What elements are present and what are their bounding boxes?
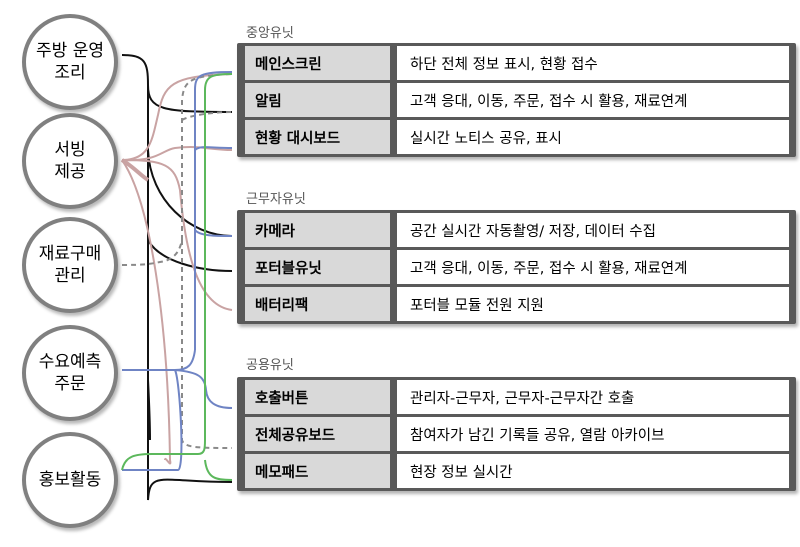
unit-row: 알림 고객 응대, 이동, 주문, 접수 시 활용, 재료연계 bbox=[245, 83, 796, 117]
connector-kitchen bbox=[121, 54, 233, 501]
unit-description: 고객 응대, 이동, 주문, 접수 시 활용, 재료연계 bbox=[397, 250, 789, 284]
unit-panel-central: 메인스크린 하단 전체 정보 표시, 현황 접수 알림 고객 응대, 이동, 주… bbox=[237, 43, 796, 157]
unit-row: 포터블유닛 고객 응대, 이동, 주문, 접수 시 활용, 재료연계 bbox=[245, 250, 796, 284]
unit-row: 배터리팩 포터블 모듈 전원 지원 bbox=[245, 287, 796, 321]
unit-description: 공간 실시간 자동촬영/ 저장, 데이터 수집 bbox=[397, 213, 789, 247]
connector-forecasting bbox=[121, 71, 233, 471]
unit-description: 포터블 모듈 전원 지원 bbox=[397, 287, 789, 321]
unit-name: 포터블유닛 bbox=[245, 250, 390, 284]
role-label: 주방 운영 조리 bbox=[36, 41, 104, 83]
unit-description: 실시간 노티스 공유, 표시 bbox=[397, 120, 789, 154]
unit-name: 메인스크린 bbox=[245, 46, 390, 80]
connector-promotion bbox=[121, 73, 233, 481]
role-label: 재료구매 관리 bbox=[38, 244, 102, 286]
unit-name: 전체공유보드 bbox=[245, 417, 390, 451]
unit-panel-worker: 카메라 공간 실시간 자동촬영/ 저장, 데이터 수집 포터블유닛 고객 응대,… bbox=[237, 210, 796, 324]
unit-row: 호출버튼 관리자-근무자, 근무자-근무자간 호출 bbox=[245, 380, 796, 414]
role-label: 서빙 제공 bbox=[54, 140, 86, 182]
unit-name: 알림 bbox=[245, 83, 390, 117]
role-label: 홍보활동 bbox=[38, 470, 102, 490]
group-title: 근무자유닛 bbox=[246, 192, 306, 207]
unit-name: 현황 대시보드 bbox=[245, 120, 390, 154]
role-serving-circle: 서빙 제공 bbox=[22, 113, 118, 209]
unit-name: 메모패드 bbox=[245, 454, 390, 488]
unit-row: 메모패드 현장 정보 실시간 bbox=[245, 454, 796, 488]
unit-name: 호출버튼 bbox=[245, 380, 390, 414]
group-title: 공용유닛 bbox=[246, 358, 294, 373]
role-promotion-circle: 홍보활동 bbox=[22, 432, 118, 528]
unit-description: 관리자-근무자, 근무자-근무자간 호출 bbox=[397, 380, 789, 414]
role-label: 수요예측 주문 bbox=[38, 352, 102, 394]
unit-description: 현장 정보 실시간 bbox=[397, 454, 789, 488]
unit-row: 카메라 공간 실시간 자동촬영/ 저장, 데이터 수집 bbox=[245, 213, 796, 247]
unit-description: 하단 전체 정보 표시, 현황 접수 bbox=[397, 46, 789, 80]
unit-row: 현황 대시보드 실시간 노티스 공유, 표시 bbox=[245, 120, 796, 154]
role-purchasing-circle: 재료구매 관리 bbox=[22, 217, 118, 313]
unit-row: 메인스크린 하단 전체 정보 표시, 현황 접수 bbox=[245, 46, 796, 80]
group-title: 중앙유닛 bbox=[246, 26, 294, 41]
unit-row: 전체공유보드 참여자가 남긴 기록들 공유, 열람 아카이브 bbox=[245, 417, 796, 451]
unit-description: 고객 응대, 이동, 주문, 접수 시 활용, 재료연계 bbox=[397, 83, 789, 117]
unit-panel-shared: 호출버튼 관리자-근무자, 근무자-근무자간 호출 전체공유보드 참여자가 남긴… bbox=[237, 377, 796, 491]
unit-name: 배터리팩 bbox=[245, 287, 390, 321]
role-kitchen-circle: 주방 운영 조리 bbox=[22, 14, 118, 110]
unit-name: 카메라 bbox=[245, 213, 390, 247]
unit-description: 참여자가 남긴 기록들 공유, 열람 아카이브 bbox=[397, 417, 789, 451]
role-forecasting-circle: 수요예측 주문 bbox=[22, 325, 118, 421]
